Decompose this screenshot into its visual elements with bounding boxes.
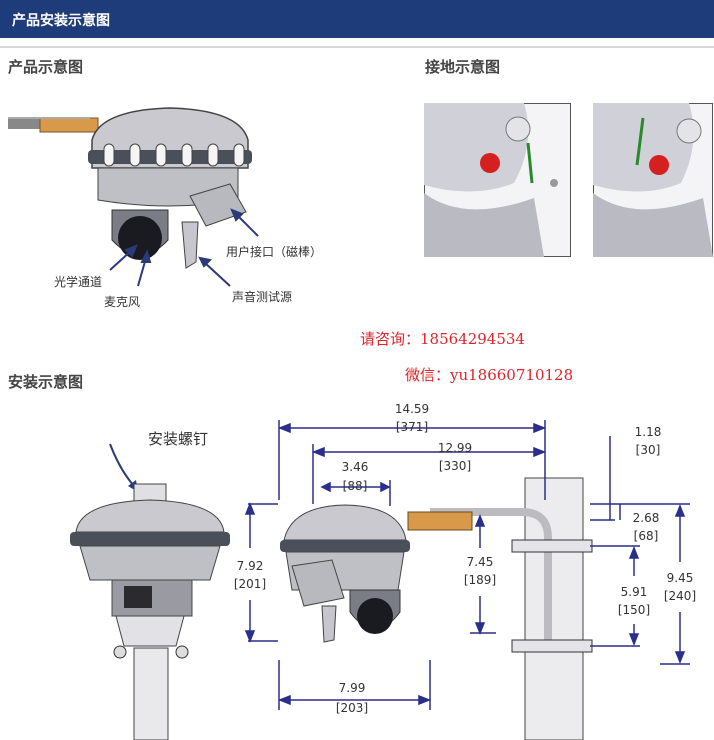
dim-7-99: 7.99: [339, 681, 366, 695]
dim-7-45: 7.45: [467, 555, 494, 569]
dim-189: [189]: [464, 573, 496, 587]
dim-7-92: 7.92: [237, 559, 264, 573]
ground-wire: [526, 142, 534, 184]
dim-5-91: 5.91: [621, 585, 648, 599]
section-title-product: 产品示意图: [8, 58, 84, 76]
dim-14-59: 14.59: [395, 402, 429, 416]
label-user-port: 用户接口（磁棒）: [226, 244, 322, 259]
dim-371: [371]: [396, 420, 428, 434]
header-bar: 产品安装示意图: [0, 0, 714, 38]
divider: [0, 46, 714, 48]
dim-12-99: 12.99: [438, 441, 472, 455]
dim-203: [203]: [336, 701, 368, 715]
brass-connector: [39, 117, 99, 133]
dim-30: [30]: [636, 443, 661, 457]
dim-201: [201]: [234, 577, 266, 591]
dim-68: [68]: [634, 529, 659, 543]
label-optical: 光学通道: [54, 274, 102, 289]
dim-240: [240]: [664, 589, 696, 603]
label-sound-src: 声音测试源: [232, 289, 292, 304]
install-side-view: 14.59 [371] 12.99 [330] 3.46 [88] 1.18 […: [234, 402, 696, 740]
dim-150: [150]: [618, 603, 650, 617]
section-title-install: 安装示意图: [8, 373, 84, 391]
ground-screw-red: [480, 153, 500, 173]
dim-1-18: 1.18: [635, 425, 662, 439]
label-mount-screw: 安装螺钉: [148, 430, 208, 448]
grounding-photo-2: [593, 103, 713, 257]
dim-3-46: 3.46: [342, 460, 369, 474]
grounding-photo-1: [424, 103, 571, 257]
contact-phone: 请咨询：18564294534: [360, 330, 525, 348]
dim-330: [330]: [439, 459, 471, 473]
dim-2-68: 2.68: [633, 511, 660, 525]
page-title: 产品安装示意图: [12, 13, 110, 29]
contact-wechat: 微信：yu18660710128: [405, 366, 574, 384]
label-mic: 麦克风: [104, 295, 140, 309]
product-diagram: 用户接口（磁棒） 光学通道 麦克风 声音测试源: [8, 107, 322, 309]
install-front-view: 安装螺钉: [70, 430, 230, 740]
dim-9-45: 9.45: [667, 571, 694, 585]
dim-88: [88]: [343, 479, 368, 493]
section-title-grounding: 接地示意图: [425, 58, 501, 76]
